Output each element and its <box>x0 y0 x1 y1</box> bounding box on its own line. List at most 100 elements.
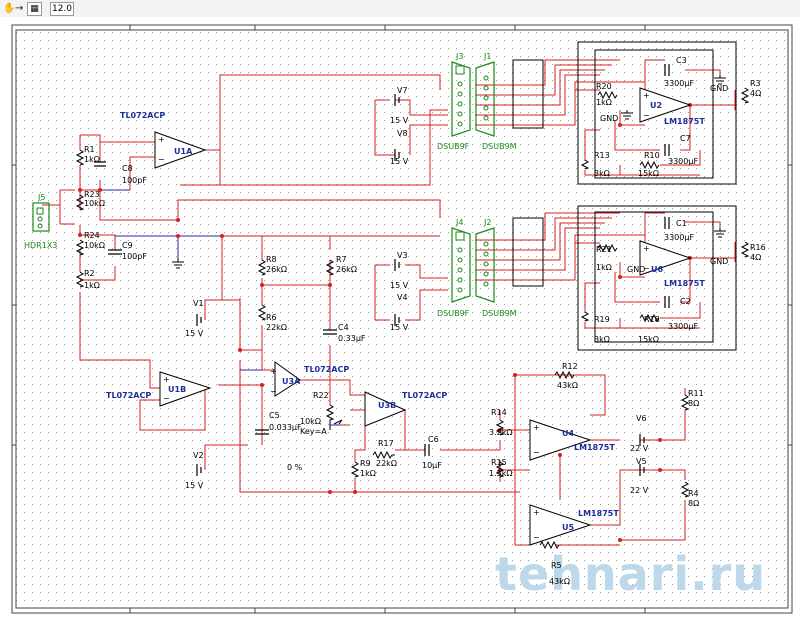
r18-ref: R18 <box>644 315 660 324</box>
svg-text:U4: U4 <box>562 429 574 438</box>
power-stage-box-1 <box>577 41 737 185</box>
c9-value: 100pF <box>122 252 147 261</box>
j4-part: DSUB9F <box>437 309 470 318</box>
v1-ref: V1 <box>193 299 204 308</box>
r22-key: Key=A <box>300 427 327 436</box>
v7-ref: V7 <box>397 86 408 95</box>
amp-u5[interactable]: +− U5 LM1875T <box>529 504 619 546</box>
r4-ref: R4 <box>688 489 699 498</box>
v3-ref: V3 <box>397 251 408 260</box>
zoom-field[interactable]: 12.0 <box>50 2 74 16</box>
r6-value: 22kΩ <box>266 323 287 332</box>
schematic-sheet[interactable]: tehnari.ru <box>0 17 800 620</box>
r7-ref: R7 <box>336 255 347 264</box>
gnd-label-u6: GND <box>627 265 645 274</box>
r10-value: 15kΩ <box>638 169 659 178</box>
v7-value: 15 V <box>390 116 409 125</box>
hand-icon[interactable]: ✋ <box>3 3 16 14</box>
r17-value: 22kΩ <box>376 459 397 468</box>
r9-value: 1kΩ <box>360 469 376 478</box>
connector-j5[interactable]: J5 HDR1X3 <box>24 193 57 250</box>
opamp-u3a[interactable]: +− U3A TL072ACP <box>270 361 349 397</box>
c8-value: 100pF <box>122 176 147 185</box>
r4-value: 8Ω <box>688 499 699 508</box>
r11-value: 8Ω <box>688 399 699 408</box>
c6-ref: C6 <box>428 435 439 444</box>
r5-ref: R5 <box>551 561 562 570</box>
r24-value: 10kΩ <box>84 241 105 250</box>
amp-u6[interactable]: +− U6 LM1875T <box>639 240 705 288</box>
v2-value: 15 V <box>185 481 204 490</box>
svg-text:U3B: U3B <box>378 401 396 410</box>
v4-value: 15 V <box>390 323 409 332</box>
r19-ref: R19 <box>594 315 610 324</box>
c5-ref: C5 <box>269 411 280 420</box>
svg-text:U6: U6 <box>651 265 663 274</box>
j4-ref: J4 <box>455 218 463 227</box>
r11-ref: R11 <box>688 389 704 398</box>
arrow-icon[interactable]: → <box>15 3 24 14</box>
svg-text:−: − <box>533 448 540 457</box>
watermark: tehnari.ru <box>495 547 766 601</box>
r6-ref: R6 <box>266 313 277 322</box>
connector-j2[interactable]: J2 DSUB9M <box>475 218 517 318</box>
svg-text:LM1875T: LM1875T <box>664 117 705 126</box>
r2-ref: R2 <box>84 269 95 278</box>
v5-ref: V5 <box>636 457 647 466</box>
r8-ref: R8 <box>266 255 277 264</box>
r20-ref: R20 <box>596 82 612 91</box>
amp-u2[interactable]: +− U2 LM1875T <box>639 87 705 126</box>
svg-text:U1A: U1A <box>174 147 193 156</box>
r9-ref: R9 <box>360 459 371 468</box>
r21-value: 1kΩ <box>596 263 612 272</box>
r10-ref: R10 <box>644 151 660 160</box>
v6-value: 22 V <box>630 444 649 453</box>
wires-red <box>42 59 736 546</box>
j5-ref: J5 <box>37 193 45 202</box>
cable-box-2 <box>512 217 544 287</box>
r22-value: 10kΩ <box>300 417 321 426</box>
c2-ref: C2 <box>680 297 691 306</box>
j2-ref: J2 <box>483 218 491 227</box>
c4-value: 0.33µF <box>338 334 366 343</box>
connector-j3[interactable]: J3 DSUB9F <box>437 52 471 151</box>
r12-ref: R12 <box>562 362 578 371</box>
r16-ref: R16 <box>750 243 766 252</box>
svg-text:TL072ACP: TL072ACP <box>120 111 165 120</box>
amp-u4[interactable]: +− U4 LM1875T <box>529 419 615 461</box>
connector-j4[interactable]: J4 DSUB9F <box>437 218 471 318</box>
r16-value: 4Ω <box>750 253 761 262</box>
wires-blue <box>100 189 340 426</box>
v8-value: 15 V <box>390 157 409 166</box>
svg-text:TL072ACP: TL072ACP <box>304 365 349 374</box>
c7-ref: C7 <box>680 134 691 143</box>
v3-value: 15 V <box>390 281 409 290</box>
r17-ref: R17 <box>378 439 394 448</box>
svg-text:LM1875T: LM1875T <box>574 443 615 452</box>
j5-part: HDR1X3 <box>24 241 57 250</box>
r20-value: 1kΩ <box>596 98 612 107</box>
r18-value: 15kΩ <box>638 335 659 344</box>
connector-j1[interactable]: J1 DSUB9M <box>475 52 517 151</box>
opamp-u1b[interactable]: +− U1B TL072ACP <box>106 371 212 407</box>
svg-text:−: − <box>270 387 277 396</box>
power-stage-box-2 <box>577 205 737 351</box>
svg-text:+: + <box>270 367 277 376</box>
r14-ref: R14 <box>491 408 507 417</box>
cable-box-1 <box>512 59 544 129</box>
chart-icon[interactable]: ▦ <box>27 2 42 16</box>
opamp-u1a[interactable]: +− U1A TL072ACP <box>120 111 207 169</box>
c1-ref: C1 <box>676 219 687 228</box>
r22-ref: R22 <box>313 391 329 400</box>
r3-value: 4Ω <box>750 89 761 98</box>
r3-ref: R3 <box>750 79 761 88</box>
v6-ref: V6 <box>636 414 647 423</box>
opamp-u3b[interactable]: U3B TL072ACP <box>364 391 447 427</box>
c6-value: 10µF <box>422 461 442 470</box>
j2-part: DSUB9M <box>482 309 517 318</box>
r13-value: 3kΩ <box>594 169 610 178</box>
j3-part: DSUB9F <box>437 142 470 151</box>
svg-text:−: − <box>643 264 650 273</box>
gnd-label-u2: GND <box>600 114 618 123</box>
v4-ref: V4 <box>397 293 408 302</box>
